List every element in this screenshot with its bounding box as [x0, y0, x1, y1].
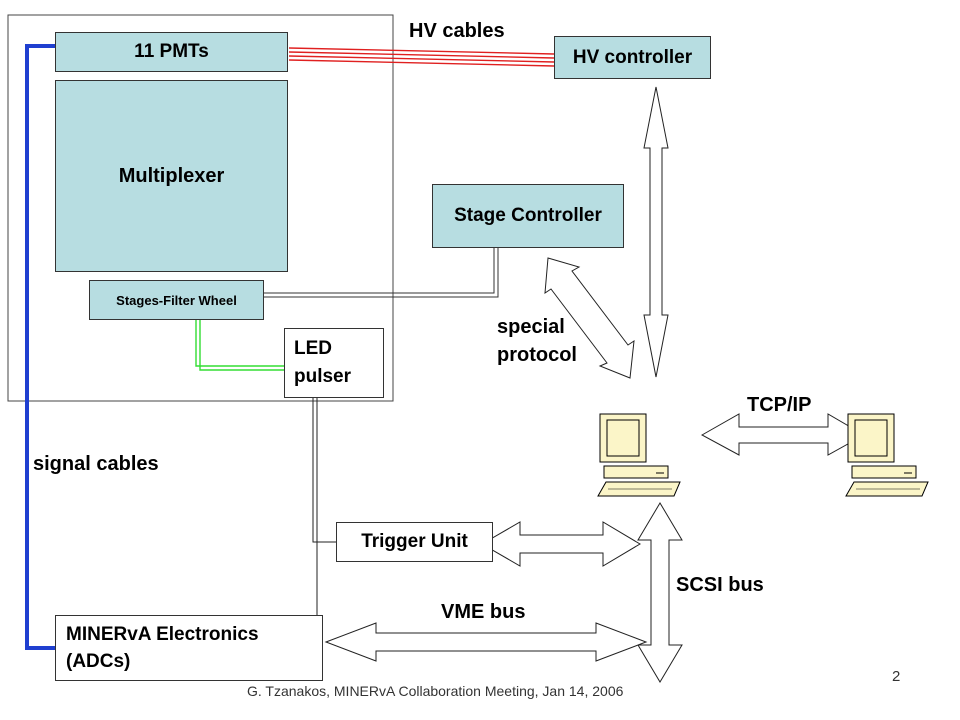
trigger-cable — [312, 398, 336, 615]
computer-icon — [845, 413, 929, 497]
stage-controller-box: Stage Controller — [432, 184, 624, 248]
dark-box-enclosure — [7, 14, 394, 402]
trigger-unit-label: Trigger Unit — [361, 531, 468, 552]
special-protocol-line2: protocol — [497, 344, 577, 366]
signal-cables — [25, 44, 55, 650]
tcp-ip-label: TCP/IP — [747, 394, 812, 416]
hv-cables — [288, 47, 555, 67]
footer-credit: G. Tzanakos, MINERvA Collaboration Meeti… — [247, 683, 624, 699]
stages-filter-wheel-label: Stages-Filter Wheel — [116, 292, 237, 308]
tcp-ip-arrow — [700, 413, 866, 456]
special-protocol-arrow — [544, 257, 635, 379]
pmts-box: 11 PMTs — [55, 32, 288, 72]
led-cable — [195, 320, 284, 371]
multiplexer-label: Multiplexer — [118, 164, 225, 187]
scsi-bus-arrow — [637, 502, 683, 683]
stage-controller-label: Stage Controller — [454, 205, 602, 226]
stages-filter-wheel-box: Stages-Filter Wheel — [89, 280, 264, 320]
page-number: 2 — [892, 668, 901, 685]
trigger-unit-box: Trigger Unit — [336, 522, 493, 562]
computer-icon — [597, 413, 681, 497]
signal-cables-label: signal cables — [33, 453, 159, 475]
special-protocol-line1: special — [497, 316, 565, 338]
scsi-bus-label: SCSI bus — [676, 574, 764, 596]
minerva-electronics-label-line2: (ADCs) — [66, 651, 131, 672]
minerva-electronics-box: MINERvA Electronics (ADCs) — [55, 615, 323, 681]
led-pulser-label-line1: LED — [294, 338, 332, 359]
led-pulser-box: LED pulser — [284, 328, 384, 398]
stage-control-cable — [264, 248, 499, 298]
hv-controller-label: HV controller — [572, 46, 693, 68]
hv-cables-label: HV cables — [409, 20, 505, 42]
hv-controller-box: HV controller — [554, 36, 711, 79]
multiplexer-box: Multiplexer — [55, 80, 288, 272]
special-protocol-label: special protocol — [497, 313, 577, 369]
minerva-electronics-label-line1: MINERvA Electronics — [66, 624, 259, 645]
led-pulser-label-line2: pulser — [294, 366, 352, 387]
trigger-bus-arrow — [481, 521, 641, 567]
vme-bus-label: VME bus — [441, 601, 526, 623]
hv-control-arrow — [643, 86, 669, 378]
vme-bus-arrow — [324, 622, 648, 662]
pmts-label: 11 PMTs — [134, 41, 209, 62]
